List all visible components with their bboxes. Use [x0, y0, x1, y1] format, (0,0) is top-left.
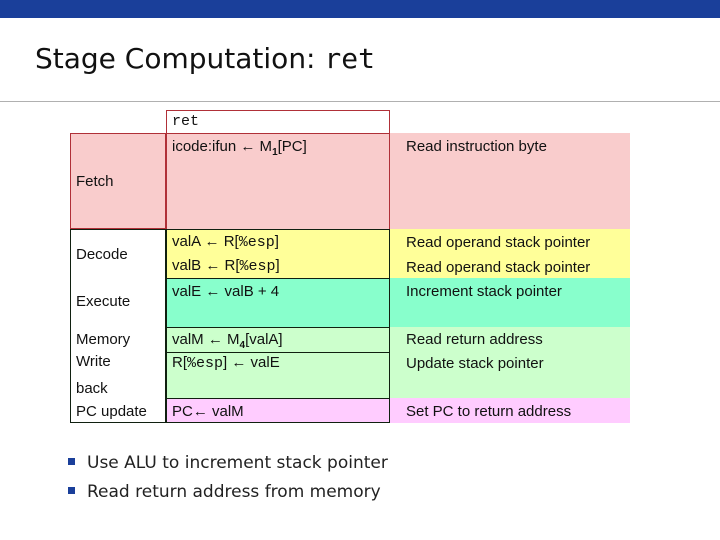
pc-comment-cell	[390, 398, 630, 423]
decode-comment-cell	[390, 229, 630, 279]
left-arrow-icon: ←	[207, 331, 223, 348]
stage-execute: Execute	[76, 293, 131, 310]
writeback-op-close: ]	[223, 354, 232, 371]
left-arrow-icon: ←	[205, 257, 221, 274]
fetch-comment: Read instruction byte	[406, 138, 547, 155]
writeback-op-reg: %esp	[187, 355, 224, 372]
pc-update-cell	[166, 398, 390, 423]
stage-column	[70, 133, 166, 229]
fetch-op-addr: [PC]	[277, 138, 307, 155]
decode-op-1: valA ← R[%esp]	[172, 233, 279, 251]
writeback-cell	[166, 352, 390, 399]
instr-header-cell	[166, 110, 390, 134]
stage-pc-update: PC update	[76, 403, 147, 420]
decode-op-2-dest: valB	[172, 257, 206, 274]
left-arrow-icon: ←	[240, 138, 256, 155]
execute-comment: Increment stack pointer	[406, 283, 562, 300]
decode-op-1-src: R[	[219, 233, 239, 250]
decode-op-2: valB ← R[%esp]	[172, 257, 280, 275]
left-arrow-icon: ←	[192, 403, 208, 420]
instr-header: ret	[172, 113, 200, 130]
left-arrow-icon: ←	[231, 354, 247, 371]
left-arrow-icon: ←	[204, 233, 220, 250]
fetch-op-mem: M	[255, 138, 273, 155]
stage-fetch: Fetch	[76, 173, 114, 190]
bullet-text: Use ALU to increment stack pointer	[87, 453, 388, 473]
stage-back: back	[76, 380, 108, 397]
decode-op-1-dest: valA	[172, 233, 205, 250]
memory-comment: Read return address	[406, 331, 543, 348]
decode-op-2-reg: %esp	[239, 258, 276, 275]
memory-op-dest: valM	[172, 331, 208, 348]
execute-comment-cell	[390, 278, 630, 328]
stage-column-lower	[70, 229, 166, 423]
decode-op-1-reg: %esp	[238, 234, 275, 251]
title-divider	[0, 101, 720, 102]
memory-comment-cell	[390, 327, 630, 399]
writeback-op-open: R[	[172, 354, 187, 371]
left-arrow-icon: ←	[205, 283, 221, 300]
memory-op-sub: 4	[239, 340, 246, 351]
top-banner	[0, 0, 720, 18]
pc-op-dest: PC	[172, 403, 193, 420]
title-code: ret	[324, 42, 375, 75]
decode-op-2-close: ]	[275, 257, 280, 274]
execute-op-dest: valE	[172, 283, 206, 300]
decode-op-1-close: ]	[274, 233, 279, 250]
decode-op-2-src: R[	[220, 257, 240, 274]
writeback-op: R[%esp] ← valE	[172, 354, 280, 372]
memory-cell	[166, 327, 390, 353]
stage-memory: Memory	[76, 331, 131, 348]
fetch-op-dest: icode:ifun	[172, 138, 241, 155]
bullet-item: Use ALU to increment stack pointer	[68, 453, 388, 473]
writeback-op-src: valE	[246, 354, 280, 371]
decode-comment-2: Read operand stack pointer	[406, 259, 591, 276]
bullet-square-icon	[68, 457, 75, 465]
pc-op-src: valM	[207, 403, 244, 420]
title-prefix: Stage Computation:	[35, 42, 325, 75]
stage-write: Write	[76, 353, 111, 370]
writeback-comment: Update stack pointer	[406, 355, 544, 372]
memory-op-addr: [valA]	[245, 331, 283, 348]
execute-op-expr: valB + 4	[220, 283, 280, 300]
memory-op-mem: M	[222, 331, 240, 348]
fetch-comment-cell	[390, 133, 630, 229]
execute-op: valE ← valB + 4	[172, 283, 279, 300]
stage-decode: Decode	[76, 246, 128, 263]
bullet-text: Read return address from memory	[87, 482, 381, 502]
memory-op: valM ← M4[valA]	[172, 331, 283, 351]
fetch-op-sub: 1	[272, 147, 278, 158]
bullet-item: Read return address from memory	[68, 482, 381, 502]
fetch-op: icode:ifun ← M1[PC]	[172, 138, 307, 158]
pc-comment: Set PC to return address	[406, 403, 572, 420]
fetch-cell	[166, 133, 390, 230]
slide-title: Stage Computation: ret	[35, 42, 375, 75]
bullet-square-icon	[68, 486, 75, 494]
decode-comment-1: Read operand stack pointer	[406, 234, 591, 251]
pc-op: PC← valM	[172, 403, 244, 420]
